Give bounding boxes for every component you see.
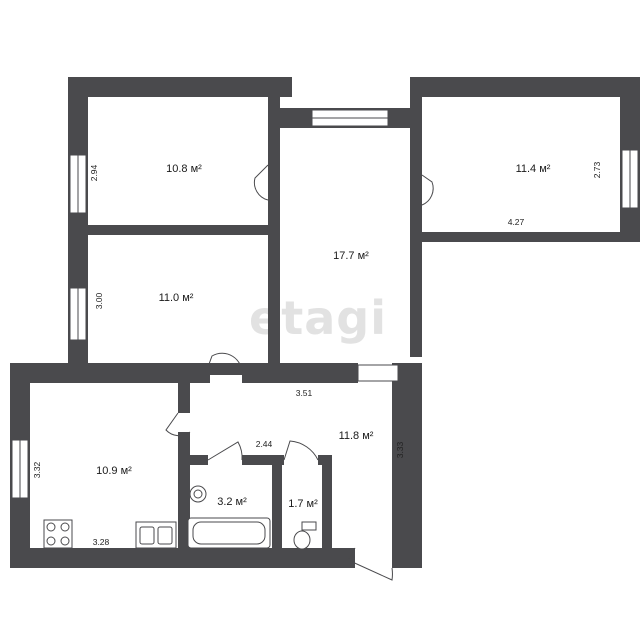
dimension-label: 3.28 (93, 537, 110, 547)
room-area-label: 1.7 м² (288, 498, 318, 510)
room-area-label: 11.8 м² (339, 430, 374, 442)
dimension-label: 2.44 (256, 439, 273, 449)
toilet-icon (293, 521, 317, 550)
wall-bath-wc (272, 455, 282, 552)
door-room-4 (421, 174, 434, 206)
dimension-label: 4.27 (508, 217, 525, 227)
dimension-label: 3.00 (94, 292, 104, 309)
window-room-6 (357, 364, 399, 382)
dimension-label: 3.51 (296, 388, 313, 398)
door-room-7 (207, 441, 243, 461)
room-area-label: 11.0 м² (159, 292, 194, 304)
dimension-label: 2.73 (592, 161, 602, 178)
room-area-label: 10.8 м² (166, 163, 202, 175)
dimension-label: 3.32 (32, 461, 42, 478)
doors (165, 164, 434, 581)
room-area-label: 10.9 м² (96, 465, 132, 477)
room-area-label: 3.2 м² (217, 496, 247, 508)
room-area-label: 17.7 м² (333, 250, 369, 262)
windows (11, 109, 639, 499)
door-room-5 (165, 412, 191, 437)
door-room-2 (204, 352, 243, 376)
dimension-label: 2.94 (89, 164, 99, 181)
bathtub-icon (187, 517, 271, 549)
door-entrance (347, 547, 393, 581)
wall-bath-top-b (242, 455, 284, 465)
wall-top-kitchen (10, 363, 210, 383)
dimension-labels: 2.94 3.00 4.27 2.73 3.51 2.44 3.33 3.32 … (32, 161, 602, 547)
dimension-label: 3.33 (395, 441, 405, 458)
wall-mid-center (242, 363, 358, 383)
wall-top-right (410, 77, 640, 97)
wall-between-rooms-1-2 (68, 225, 278, 235)
wall-bottom (10, 548, 355, 568)
wall-top-left (68, 77, 292, 97)
wall-room1-room3 (268, 77, 280, 367)
wall-room3-room4 (410, 77, 422, 357)
room-area-label: 11.4 м² (516, 163, 551, 175)
room-labels: 10.8 м² 11.0 м² 17.7 м² 11.4 м² 10.9 м² … (96, 163, 551, 510)
washbasin-icon (189, 485, 207, 503)
door-room-1 (253, 164, 269, 201)
sink-icon (135, 521, 177, 549)
wall-bottom-room4 (410, 232, 640, 242)
stove-icon (43, 519, 73, 549)
fixtures (43, 485, 317, 550)
wall-wc-hall (322, 455, 332, 552)
wall-bath-top-a (178, 455, 208, 465)
wall-kitchen-partition-a (178, 383, 190, 413)
wall-right-lower (392, 363, 422, 568)
door-room-8 (283, 440, 319, 461)
